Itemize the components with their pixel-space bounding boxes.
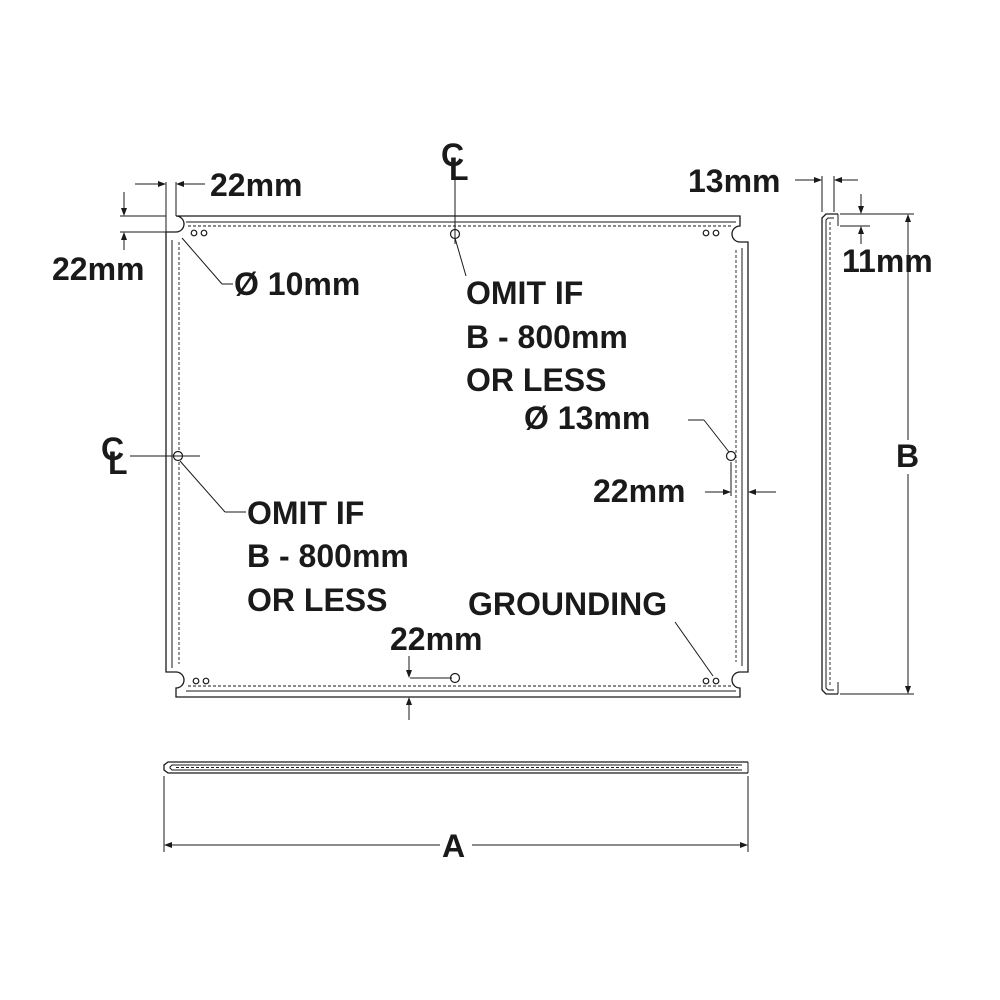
top-omit-line2: B - 800mm: [466, 319, 628, 355]
flange-width-label: 13mm: [688, 163, 781, 199]
side-offset-label: 22mm: [593, 473, 686, 509]
left-omit-line3: OR LESS: [247, 582, 387, 618]
bottom-offset-dimension: [406, 656, 452, 720]
left-omit-leader: [179, 460, 246, 513]
side-offset-dimension: [705, 462, 776, 496]
top-centerline-l: L: [449, 151, 469, 187]
front-view: [130, 180, 749, 698]
dimension-b-line: [840, 213, 914, 695]
flange-depth-dimension: [840, 194, 870, 244]
bottom-view: [163, 761, 749, 774]
corner-holes-top-right: [702, 229, 720, 237]
grounding-leader: [674, 621, 714, 677]
corner-hole-label: Ø 10mm: [234, 266, 360, 302]
top-omit-line3: OR LESS: [466, 362, 606, 398]
left-omit-line1: OMIT IF: [247, 495, 364, 531]
corner-holes-bottom-right: [702, 677, 720, 685]
grounding-label: GROUNDING: [468, 586, 667, 622]
corner-holes-bottom-left: [192, 677, 210, 685]
flange-depth-label: 11mm: [842, 243, 933, 279]
left-centerline-l: L: [108, 445, 128, 481]
right-center-hole: [725, 450, 737, 462]
corner-horizontal-label: 22mm: [210, 167, 303, 203]
corner-vertical-label: 22mm: [52, 251, 145, 287]
side-hole-leader: [688, 419, 730, 453]
top-omit-leader: [454, 237, 467, 277]
left-centerline-c: C: [101, 431, 124, 467]
corner-holes-top-left: [190, 229, 208, 237]
top-centerline-c: C: [441, 137, 464, 173]
dimension-a-line: [163, 776, 749, 852]
dimension-a-label: A: [442, 828, 465, 864]
side-view: [821, 213, 839, 695]
bottom-offset-label: 22mm: [390, 621, 483, 657]
corner-dimensions: [120, 181, 233, 285]
left-omit-line2: B - 800mm: [247, 538, 409, 574]
flange-width-dimension: [795, 176, 858, 212]
dimension-b-label: B: [896, 438, 919, 474]
panel-outline: [165, 215, 749, 698]
side-hole-label: Ø 13mm: [524, 400, 650, 436]
top-omit-line1: OMIT IF: [466, 275, 583, 311]
